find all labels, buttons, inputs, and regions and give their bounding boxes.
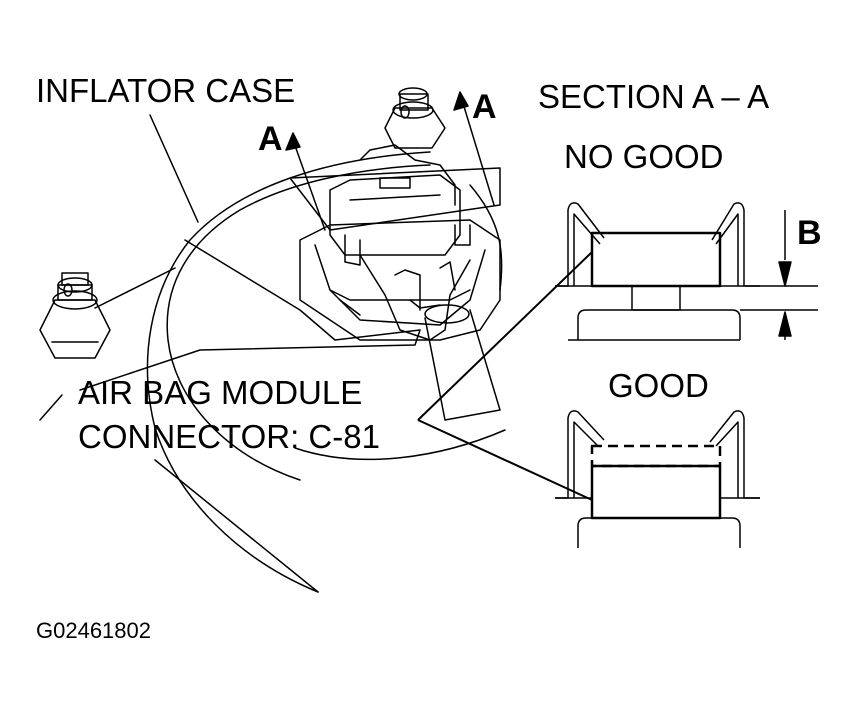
connector-housing [299,144,501,341]
leader-inflator-case [149,114,199,223]
top-mounting-stud [384,87,446,149]
inflator-case-rim-arc [469,184,503,291]
good-connector-body [590,464,722,520]
connector-label-line2: CONNECTOR: C-81 [78,418,380,455]
section-arrow-right [453,91,495,206]
section-title-label: SECTION A – A [538,78,769,115]
leader-connector-label [154,459,319,593]
inflator-case-label: INFLATOR CASE [36,72,295,109]
inflator-case-lower-arc [294,429,506,461]
section-detail-no-good [555,202,818,341]
detail-callout-lines [417,251,593,501]
section-arrow-left [285,132,326,231]
mounting-flange [79,239,421,391]
section-cutting-plane [289,167,501,231]
no-good-label: NO GOOD [564,138,724,175]
no-good-connector-body [590,231,722,288]
connector-plug [329,174,471,341]
figure-code: G02461802 [36,618,151,643]
good-raised-outline [590,444,722,468]
wire-harness-end [424,304,470,324]
section-detail-good [555,410,760,548]
wire-harness [424,309,501,421]
inflator-case-outer-arc [146,151,431,593]
good-label: GOOD [608,367,709,404]
section-marker-left: A [258,120,283,158]
mounting-flange-edge [94,267,176,309]
leader-line-c81-panel [39,394,63,421]
left-mounting-stud [39,272,111,359]
section-marker-right: A [472,88,497,126]
connector-label-line1: AIR BAG MODULE [78,374,362,411]
inflator-case-inner-arc [166,164,431,481]
inflator-assembly-drawing [39,87,506,593]
dimension-b-label: B [797,214,822,252]
